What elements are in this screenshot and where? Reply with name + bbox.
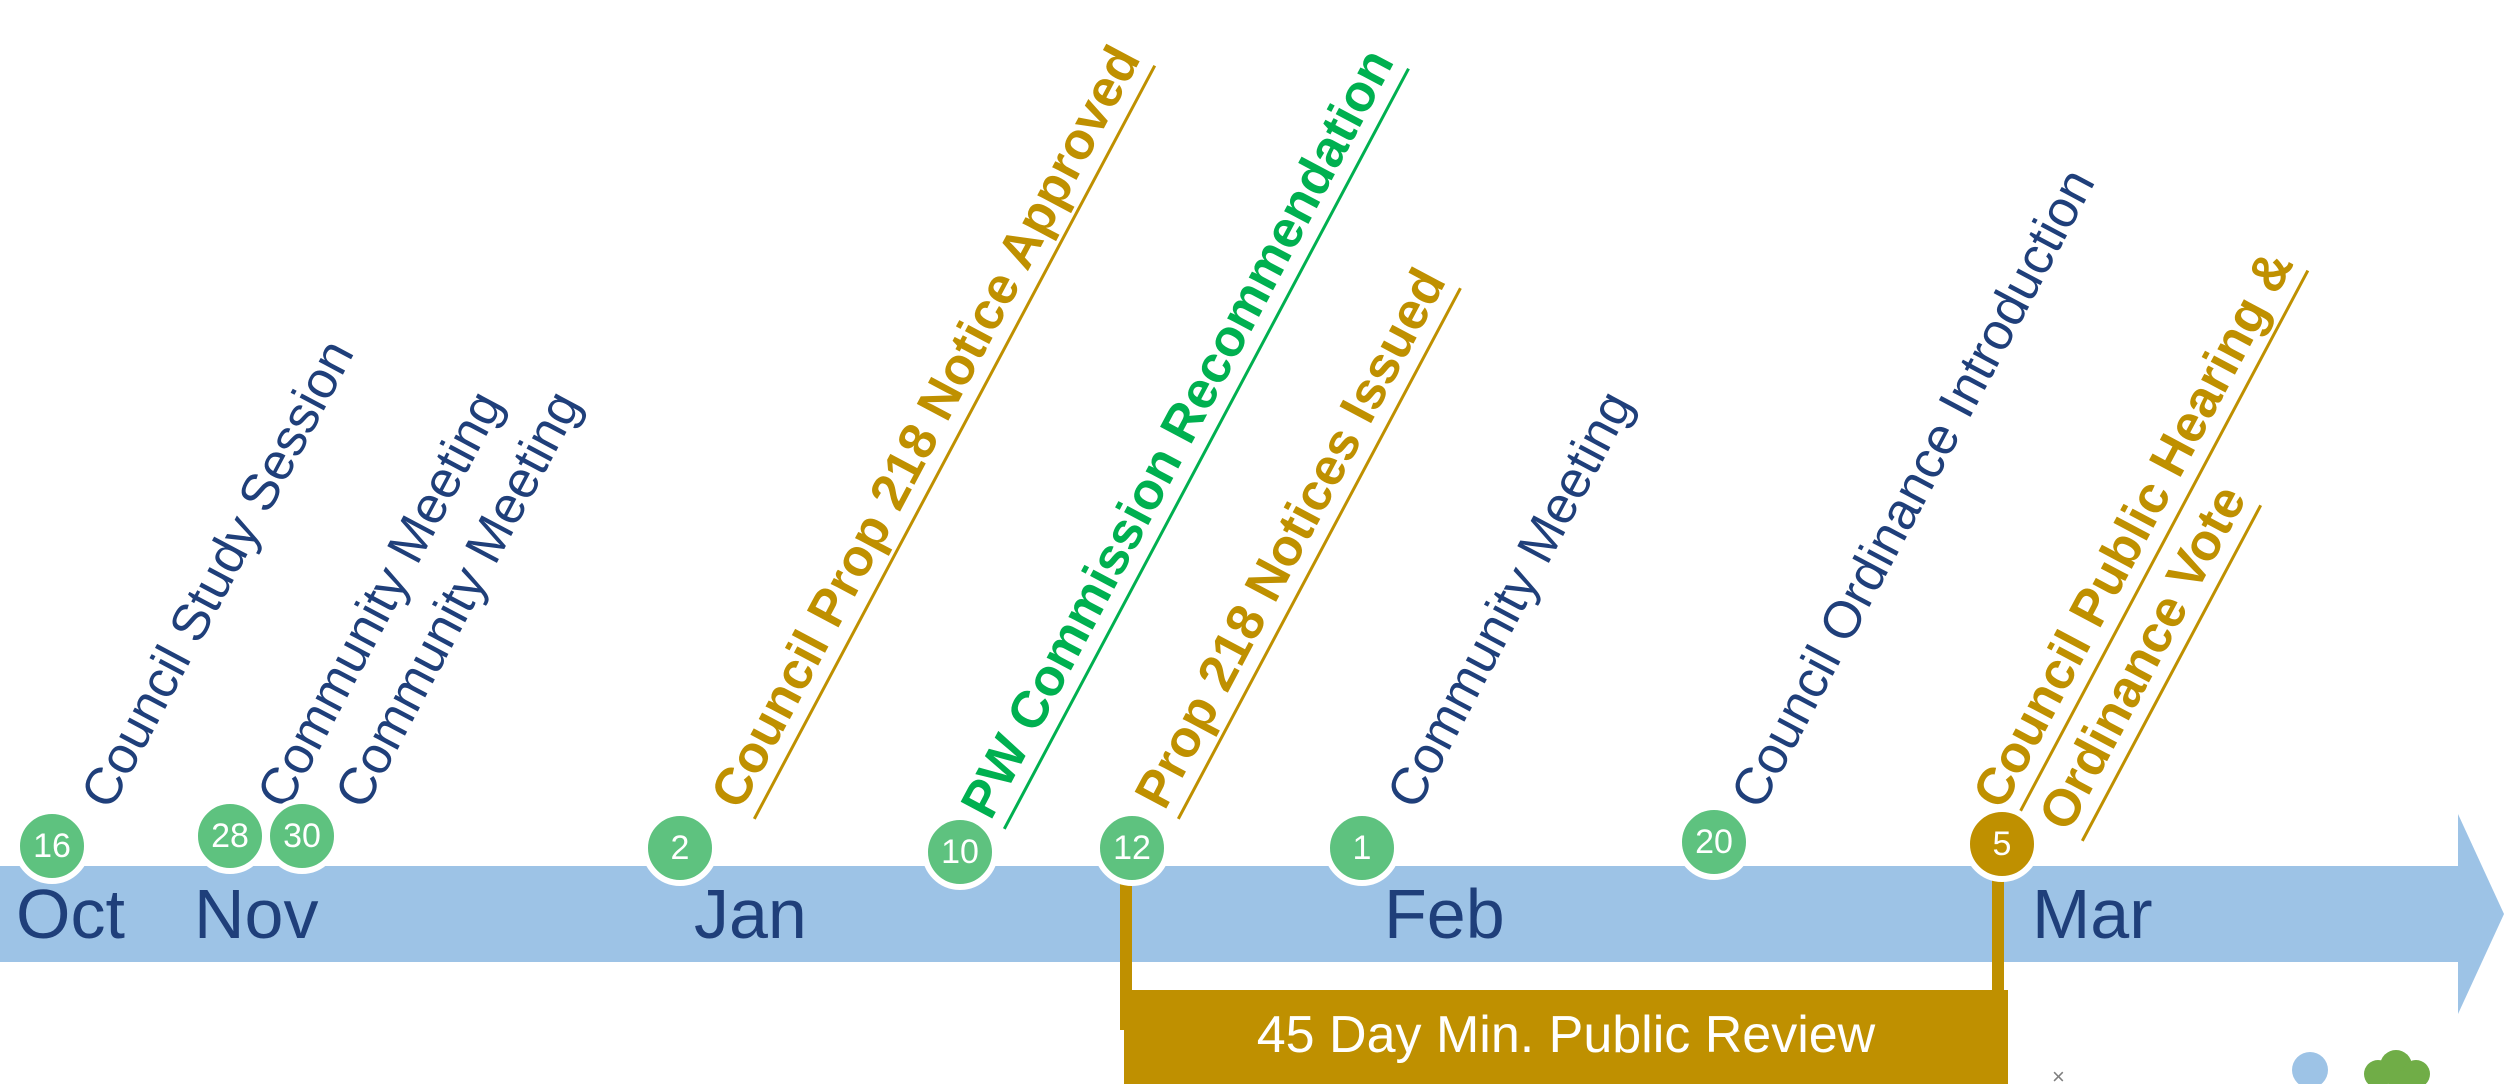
decorative-circle xyxy=(2292,1052,2328,1084)
decorative-tree-icon xyxy=(2364,1050,2430,1084)
date-marker-feb-1: 1 xyxy=(1324,810,1400,886)
date-marker-jan-10: 10 xyxy=(922,814,998,890)
month-label-nov: Nov xyxy=(194,875,319,953)
date-marker-jan-12: 12 xyxy=(1094,810,1170,886)
month-label-feb: Feb xyxy=(1384,875,1505,953)
date-marker-feb-20: 20 xyxy=(1676,804,1752,880)
decorative-illustration: × xyxy=(2052,1050,2430,1084)
date-marker-jan-2: 2 xyxy=(642,810,718,886)
public-review-label: 45 Day Min. Public Review xyxy=(1256,1006,1876,1064)
public-review-period: 45 Day Min. Public Review xyxy=(1124,990,2008,1084)
date-marker-oct-16: 16 xyxy=(14,808,90,884)
event-label-community-meeting-feb-1: Community Meeting xyxy=(1376,381,1645,818)
date-marker-mar-5: 5 xyxy=(1964,806,2040,882)
month-label-oct: Oct xyxy=(16,875,125,953)
month-label-jan: Jan xyxy=(694,875,807,953)
date-marker-nov-28: 28 xyxy=(192,798,268,874)
timeline-band xyxy=(0,866,2458,962)
timeline-arrowhead xyxy=(2458,814,2504,1014)
decorative-x-icon: × xyxy=(2052,1064,2065,1084)
event-label-council-prop-218-notice-approved: Council Prop 218 Notice Approved xyxy=(700,36,1157,820)
date-marker-nov-30: 30 xyxy=(264,798,340,874)
month-label-mar: Mar xyxy=(2032,875,2153,953)
